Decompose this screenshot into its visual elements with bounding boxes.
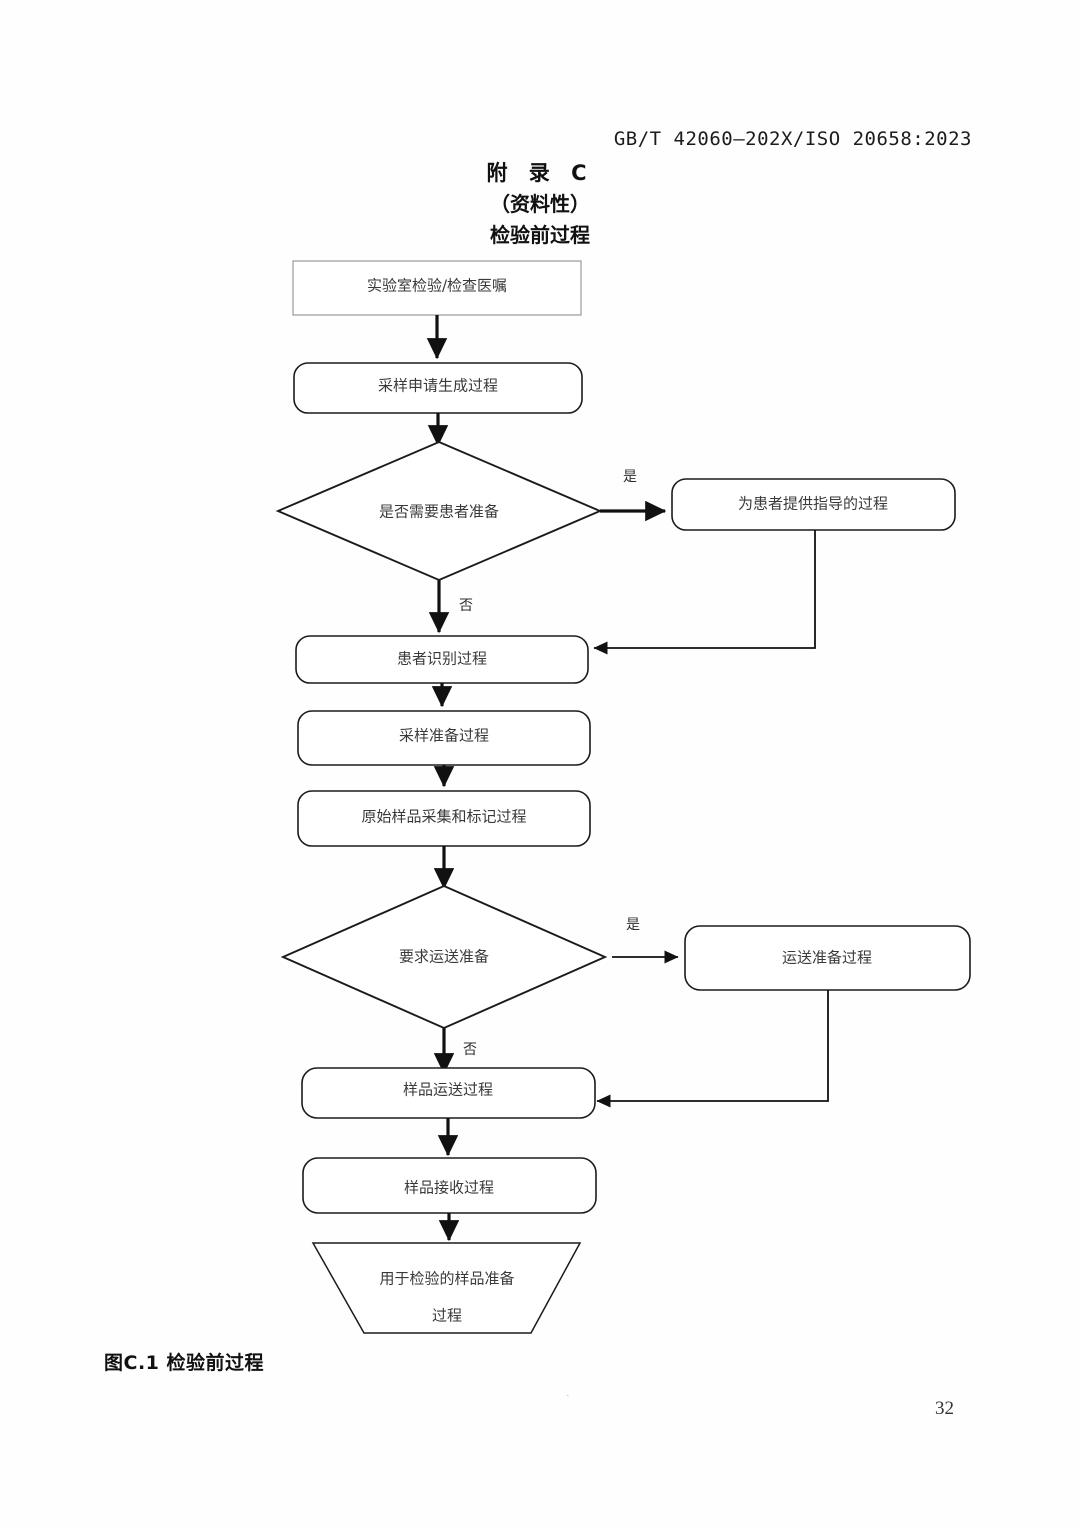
node-laboratory-order: 实验室检验/检查医嘱 [292,260,582,316]
edge-transport-prep-to-transport [596,990,829,1108]
page-dot-mark: · [566,1390,570,1402]
node-patient-guidance-label: 为患者提供指导的过程 [738,495,888,513]
node-decision-patient-preparation: 是否需要患者准备 [275,440,603,582]
edge-label-prep-yes: 是 [623,469,637,485]
node-primary-sample-collection: 原始样品采集和标记过程 [297,790,591,847]
node-examination-preparation-shape [311,1242,582,1334]
node-collection-preparation: 采样准备过程 [297,710,591,766]
standard-header: GB/T 42060—202X/ISO 20658:2023 [613,128,972,150]
node-patient-guidance-shape [671,478,956,531]
node-sample-transport: 样品运送过程 [301,1067,596,1119]
annex-type: （资料性） [490,192,590,216]
node-sampling-request-label: 采样申请生成过程 [378,377,498,395]
node-patient-guidance: 为患者提供指导的过程 [671,478,956,531]
node-sample-reception-label: 样品接收过程 [404,1179,494,1197]
annex-title: 检验前过程 [490,223,590,247]
node-primary-sample-collection-label: 原始样品采集和标记过程 [361,808,526,826]
annex-label: 附 录 C [486,161,594,185]
node-patient-identification-label: 患者识别过程 [397,650,487,668]
node-examination-preparation-label-line1: 用于检验的样品准备 [379,1270,514,1288]
node-collection-preparation-label: 采样准备过程 [399,727,489,745]
node-examination-preparation: 用于检验的样品准备 过程 [311,1242,582,1334]
node-decision-patient-preparation-label: 是否需要患者准备 [379,503,499,521]
edge-guidance-to-identify [593,530,816,655]
node-laboratory-order-label: 实验室检验/检查医嘱 [367,277,507,295]
figure-caption: 图C.1 检验前过程 [104,1352,264,1374]
edge-label-prep-no: 否 [459,598,473,614]
node-transport-preparation-label: 运送准备过程 [782,949,872,967]
node-decision-transport-preparation: 要求运送准备 [280,884,608,1030]
node-sample-transport-label: 样品运送过程 [403,1081,493,1099]
node-decision-transport-preparation-label: 要求运送准备 [399,948,489,966]
edge-label-transport-yes: 是 [626,917,640,933]
node-examination-preparation-label-line2: 过程 [432,1307,462,1325]
page-number: 32 [935,1398,954,1419]
node-laboratory-order-shape [292,260,582,316]
node-sample-reception: 样品接收过程 [302,1157,597,1214]
edge-label-transport-no: 否 [463,1042,477,1058]
node-transport-preparation: 运送准备过程 [684,925,971,991]
node-sampling-request: 采样申请生成过程 [293,362,583,414]
node-patient-identification: 患者识别过程 [295,635,589,684]
annex-heading: 附 录 C （资料性） 检验前过程 [0,158,1080,251]
